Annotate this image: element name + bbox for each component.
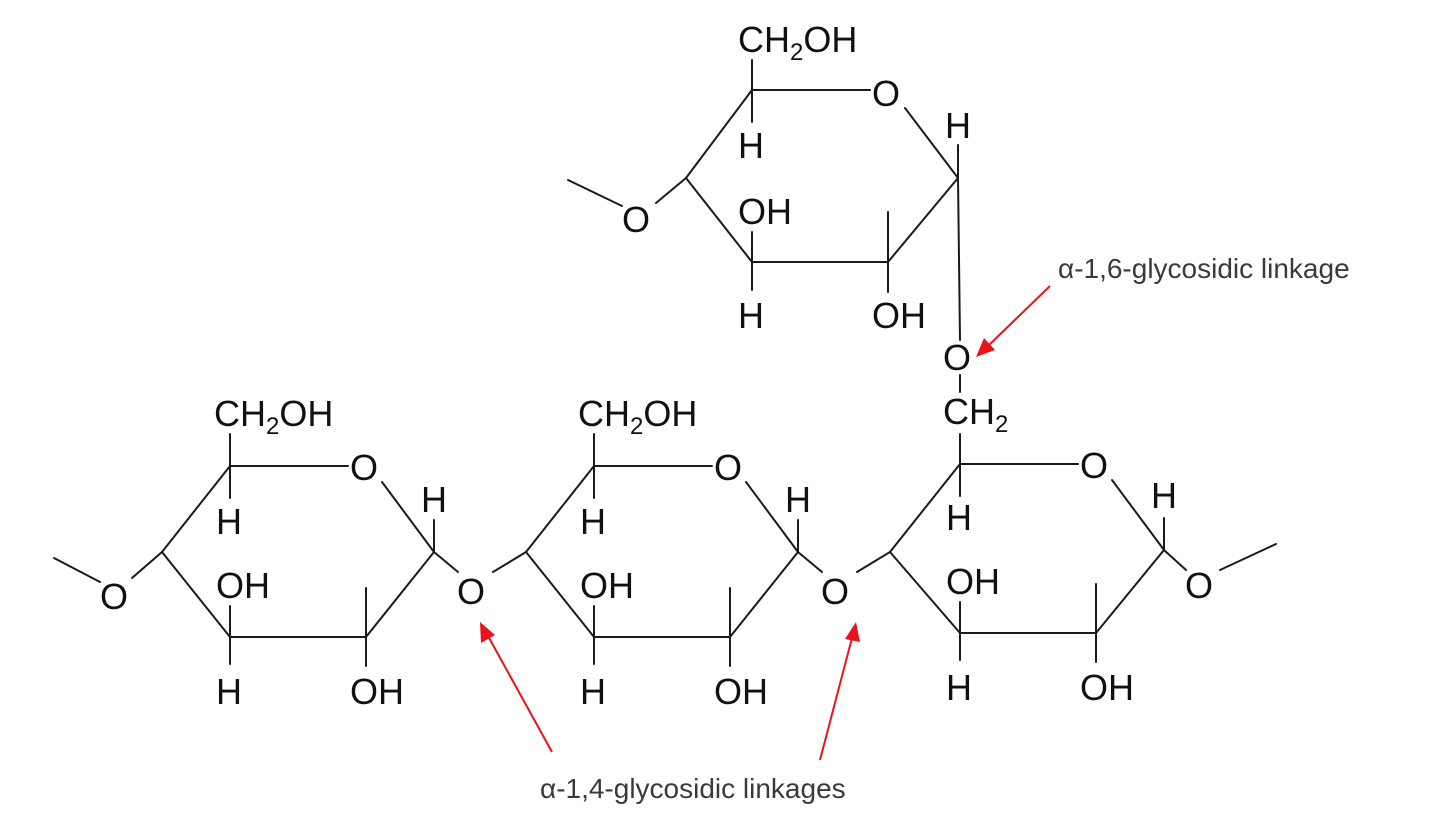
bond — [525, 465, 595, 553]
bond — [1219, 543, 1277, 571]
hydroxyl-label: OH — [580, 565, 634, 606]
bond — [856, 551, 891, 573]
hydrogen-label: H — [580, 501, 606, 542]
bond — [904, 107, 959, 179]
hydroxyl-label: OH — [350, 671, 404, 712]
alpha-1-4-label: α-1,4-glycosidic linkages — [540, 773, 846, 804]
bond — [381, 481, 435, 553]
bond — [685, 177, 753, 263]
bond — [492, 551, 527, 573]
ring-oxygen: O — [1080, 445, 1108, 486]
bond — [745, 481, 799, 553]
bond — [161, 551, 231, 638]
hydroxyl-label: OH — [872, 295, 926, 336]
hydrogen-label: H — [580, 671, 606, 712]
oxygen-label: O — [622, 199, 650, 240]
ch2-label: CH2 — [943, 391, 1008, 438]
glucose-ring-bottom-3: O H H OH O H OH — [856, 433, 1277, 708]
annotation-alpha-1-4: α-1,4-glycosidic linkages — [480, 622, 860, 804]
hydroxyl-label: OH — [216, 565, 270, 606]
bond — [957, 177, 961, 341]
bond — [729, 551, 799, 638]
alpha-1-6-label: α-1,6-glycosidic linkage — [1058, 253, 1350, 284]
hydrogen-label: H — [216, 671, 242, 712]
ring-oxygen: O — [714, 447, 742, 488]
hydrogen-label: H — [785, 479, 811, 520]
ring-oxygen: O — [872, 73, 900, 114]
arrow-line — [487, 635, 553, 753]
hydrogen-label: H — [946, 667, 972, 708]
bond — [433, 551, 459, 573]
glucose-ring-top: CH2OH O H H OH O H OH — [567, 19, 971, 341]
oxygen-label: O — [100, 576, 128, 617]
bond — [161, 465, 231, 553]
bond — [1163, 549, 1187, 571]
arrowhead — [845, 622, 860, 642]
glucose-ring-bottom-2: CH2OH O H H OH H OH — [492, 393, 823, 712]
arrow-line — [819, 637, 853, 761]
bond — [655, 177, 687, 204]
alpha-1-6-link: O CH2 — [943, 337, 1008, 438]
hydrogen-label: H — [945, 105, 971, 146]
hydrogen-label: H — [421, 479, 447, 520]
bond — [53, 557, 101, 583]
arrowhead — [976, 338, 995, 357]
hydrogen-label: H — [738, 125, 764, 166]
bond — [797, 551, 823, 573]
bond — [889, 551, 961, 634]
bond — [365, 551, 435, 638]
bond — [685, 89, 753, 179]
hydrogen-label: H — [1151, 475, 1177, 516]
ring-oxygen: O — [350, 447, 378, 488]
bond — [889, 463, 961, 553]
ch2oh-label: CH2OH — [578, 393, 697, 440]
hydroxyl-label: OH — [714, 671, 768, 712]
glycosidic-oxygen-2: O — [821, 571, 849, 612]
bond — [1111, 479, 1165, 551]
arrow-line — [987, 285, 1051, 347]
arrowhead — [480, 622, 495, 643]
hydrogen-label: H — [738, 295, 764, 336]
hydrogen-label: H — [946, 497, 972, 538]
ch2oh-label: CH2OH — [214, 393, 333, 440]
glucose-ring-bottom-1: CH2OH O H H OH O H OH — [53, 393, 459, 712]
annotation-alpha-1-6: α-1,6-glycosidic linkage — [976, 253, 1350, 357]
bond — [525, 551, 595, 638]
glycosidic-oxygen-1: O — [457, 571, 485, 612]
linkage-oxygen: O — [943, 337, 971, 378]
hydroxyl-label: OH — [738, 191, 792, 232]
hydroxyl-label: OH — [1080, 667, 1134, 708]
hydroxyl-label: OH — [946, 561, 1000, 602]
bond — [131, 551, 163, 579]
hydrogen-label: H — [216, 501, 242, 542]
oxygen-label: O — [1185, 565, 1213, 606]
bond — [887, 177, 959, 263]
ch2oh-label: CH2OH — [738, 19, 857, 66]
bond — [567, 179, 623, 207]
bond — [1095, 549, 1165, 634]
